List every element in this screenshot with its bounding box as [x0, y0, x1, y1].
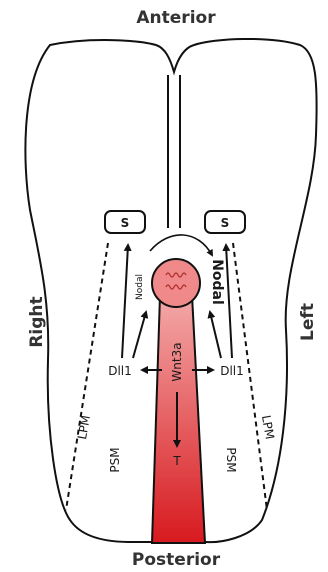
- psm-label-left-side: PSM: [224, 447, 238, 472]
- anterior-label: Anterior: [136, 8, 216, 28]
- t-label: T: [172, 454, 181, 468]
- psm-label-right-side: PSM: [108, 447, 122, 472]
- dll1-to-somite-arrow-left-side: [226, 245, 232, 358]
- nodal-large-label: Nodal: [209, 259, 225, 305]
- nodal-transfer-arrow: [150, 235, 212, 255]
- dll1-label-left-side: Dll1: [220, 364, 244, 378]
- nodal-small-label: Nodal: [135, 274, 145, 300]
- right-label: Right: [27, 296, 47, 347]
- somite-box-label-left-side: S: [221, 216, 230, 230]
- dll1-to-nodal-arrow-left-side: [210, 312, 221, 358]
- dll1-to-nodal-arrow-right-side: [133, 312, 146, 358]
- node: [152, 259, 200, 307]
- tailbud: [152, 295, 205, 543]
- wnt3a-label: Wnt3a: [170, 342, 184, 381]
- lpm-label-right-side: LPM: [75, 414, 93, 440]
- dll1-to-somite-arrow-right-side: [122, 245, 128, 358]
- lpm-label-left-side: LPM: [259, 414, 277, 440]
- dll1-label-right-side: Dll1: [108, 364, 132, 378]
- somite-box-label-right-side: S: [121, 216, 130, 230]
- left-label: Left: [298, 303, 318, 341]
- posterior-label: Posterior: [132, 550, 221, 570]
- lpm-boundary-right-side: [66, 243, 108, 510]
